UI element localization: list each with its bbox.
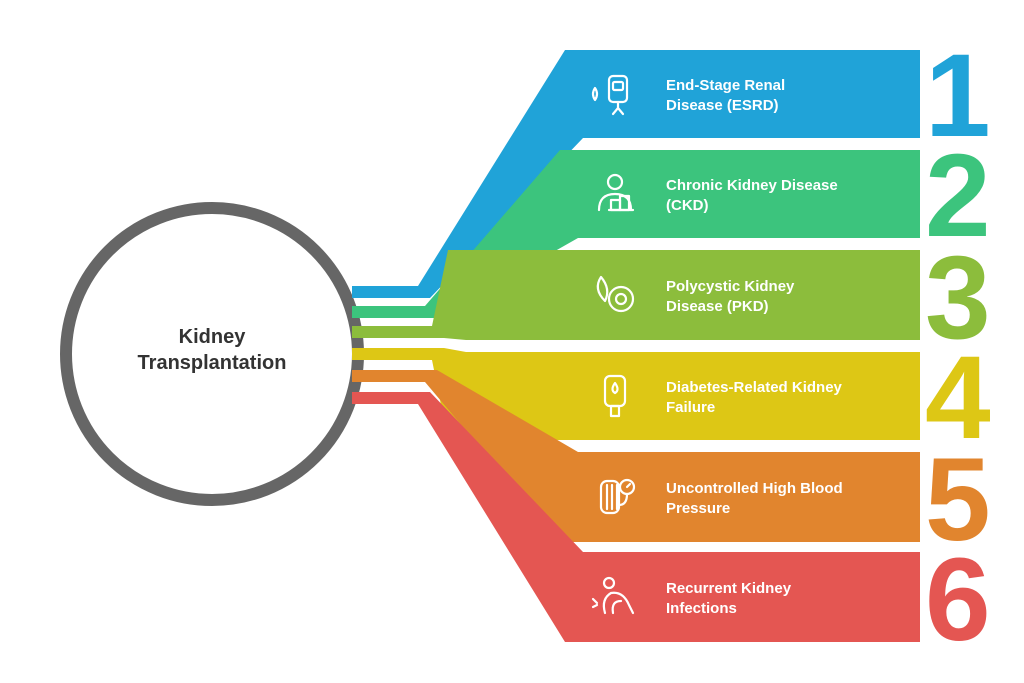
- cyst-drop-icon: [596, 275, 635, 313]
- item-number-5: 5: [925, 434, 991, 566]
- ribbon-layer: [352, 50, 920, 642]
- item-label-1-line1: End-Stage Renal: [666, 77, 785, 94]
- ribbon-shape-6: [352, 392, 920, 642]
- ribbon-6: [352, 392, 920, 642]
- icon-layer: [591, 74, 636, 615]
- ribbon-1: [352, 50, 920, 298]
- item-number-1: 1: [925, 30, 991, 162]
- item-label-5-line2: Pressure: [666, 500, 730, 517]
- crawling-person-icon: [591, 576, 635, 615]
- ribbon-5: [352, 370, 920, 542]
- ribbon-3: [352, 250, 920, 340]
- center-node: Kidney Transplantation: [60, 202, 364, 506]
- item-label-4-line2: Failure: [666, 399, 715, 416]
- item-number-2: 2: [925, 130, 991, 262]
- glucose-meter-icon: [603, 374, 627, 418]
- sick-person-icon: [597, 173, 635, 212]
- item-label-3-line2: Disease (PKD): [666, 298, 769, 315]
- item-number-4: 4: [925, 332, 991, 464]
- ribbon-shape-5: [352, 370, 920, 542]
- item-label-6-line1: Recurrent Kidney: [666, 580, 792, 597]
- ribbon-shape-1: [352, 50, 920, 298]
- item-label-2-line2: (CKD): [666, 197, 709, 214]
- center-title-line1: Kidney: [179, 326, 247, 348]
- item-label-4-line1: Diabetes-Related Kidney: [666, 379, 843, 396]
- item-number-3: 3: [925, 232, 991, 364]
- ribbon-shape-3: [352, 250, 920, 340]
- item-label-1-line2: Disease (ESRD): [666, 97, 779, 114]
- iv-bag-icon: [591, 74, 629, 116]
- item-label-6-line2: Infections: [666, 600, 737, 617]
- item-label-5-line1: Uncontrolled High Blood: [666, 480, 843, 497]
- blood-pressure-cuff-icon: [599, 478, 636, 515]
- center-title-line2: Transplantation: [138, 352, 287, 374]
- item-number-6: 6: [925, 534, 991, 666]
- item-label-2-line1: Chronic Kidney Disease: [666, 177, 838, 194]
- item-label-3-line1: Polycystic Kidney: [666, 278, 795, 295]
